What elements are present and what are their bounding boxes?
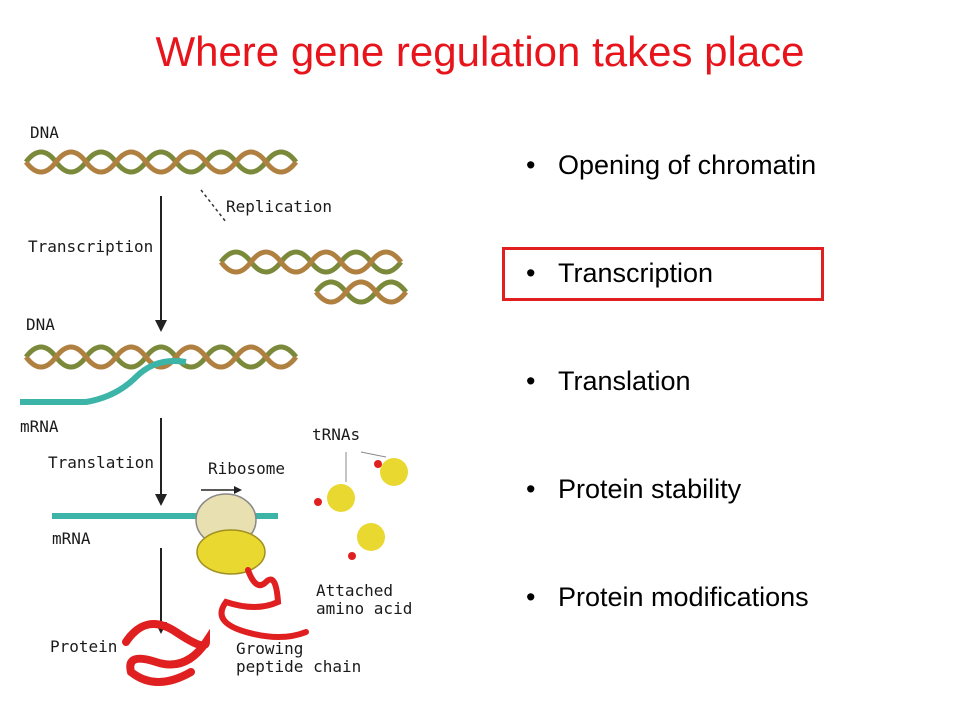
replication-arrow bbox=[200, 189, 227, 223]
transcription-highlight-box bbox=[502, 247, 824, 301]
regulation-points-list: • Opening of chromatin • Transcription • Tr… bbox=[520, 138, 940, 678]
bullet-transcription: • Transcription bbox=[520, 246, 940, 300]
bullet-dot: • bbox=[526, 582, 536, 612]
bullet-text-transcription: Transcription bbox=[558, 258, 714, 288]
slide-title: Where gene regulation takes place bbox=[155, 28, 805, 75]
bullet-protein-stability: • Protein stability bbox=[520, 462, 940, 516]
label-translation: Translation bbox=[48, 453, 154, 472]
label-dna-top: DNA bbox=[30, 123, 59, 142]
bullet-text-protein-modifications: Protein modifications bbox=[558, 582, 809, 612]
central-dogma-illustration: DNA Replication Transcription DNA mRNA T… bbox=[20, 123, 412, 686]
growing-peptide-chain bbox=[218, 567, 309, 640]
label-mrna-bottom: mRNA bbox=[52, 529, 91, 548]
label-trnas: tRNAs bbox=[312, 425, 360, 444]
ribosome-shape bbox=[195, 493, 266, 575]
central-dogma-diagram: DNA Replication Transcription DNA mRNA T… bbox=[16, 112, 436, 712]
label-protein: Protein bbox=[50, 637, 117, 656]
label-transcription: Transcription bbox=[28, 237, 153, 256]
ribosome-direction-arrowhead bbox=[234, 486, 242, 494]
bullet-protein-modifications: • Protein modifications bbox=[520, 570, 940, 624]
dna-helix-mid bbox=[24, 344, 298, 370]
bullet-text-protein-stability: Protein stability bbox=[558, 474, 742, 504]
label-attached-1: Attached bbox=[316, 581, 393, 600]
label-attached-2: amino acid bbox=[316, 599, 412, 618]
bullet-translation: • Translation bbox=[520, 354, 940, 408]
label-growing-1: Growing bbox=[236, 639, 303, 658]
bullet-dot: • bbox=[526, 258, 536, 288]
bullet-opening-of-chromatin: • Opening of chromatin bbox=[520, 138, 940, 192]
label-mrna-mid: mRNA bbox=[20, 417, 59, 436]
bullet-text-opening-of-chromatin: Opening of chromatin bbox=[558, 150, 817, 180]
bullet-dot: • bbox=[526, 474, 536, 504]
trna-molecules bbox=[314, 451, 408, 560]
translation-arrowhead bbox=[155, 494, 167, 506]
bullet-dot: • bbox=[526, 366, 536, 396]
label-ribosome: Ribosome bbox=[208, 459, 285, 478]
bullet-dot: • bbox=[526, 150, 536, 180]
dna-helix-top bbox=[24, 149, 298, 175]
label-replication: Replication bbox=[226, 197, 332, 216]
dna-helix-replicated bbox=[219, 249, 408, 305]
bullet-text-translation: Translation bbox=[558, 366, 691, 396]
label-dna-mid: DNA bbox=[26, 315, 55, 334]
label-growing-2: peptide chain bbox=[236, 657, 361, 676]
mrna-strand-mid bbox=[20, 358, 187, 405]
transcription-arrowhead bbox=[155, 320, 167, 332]
folded-protein bbox=[122, 620, 211, 686]
